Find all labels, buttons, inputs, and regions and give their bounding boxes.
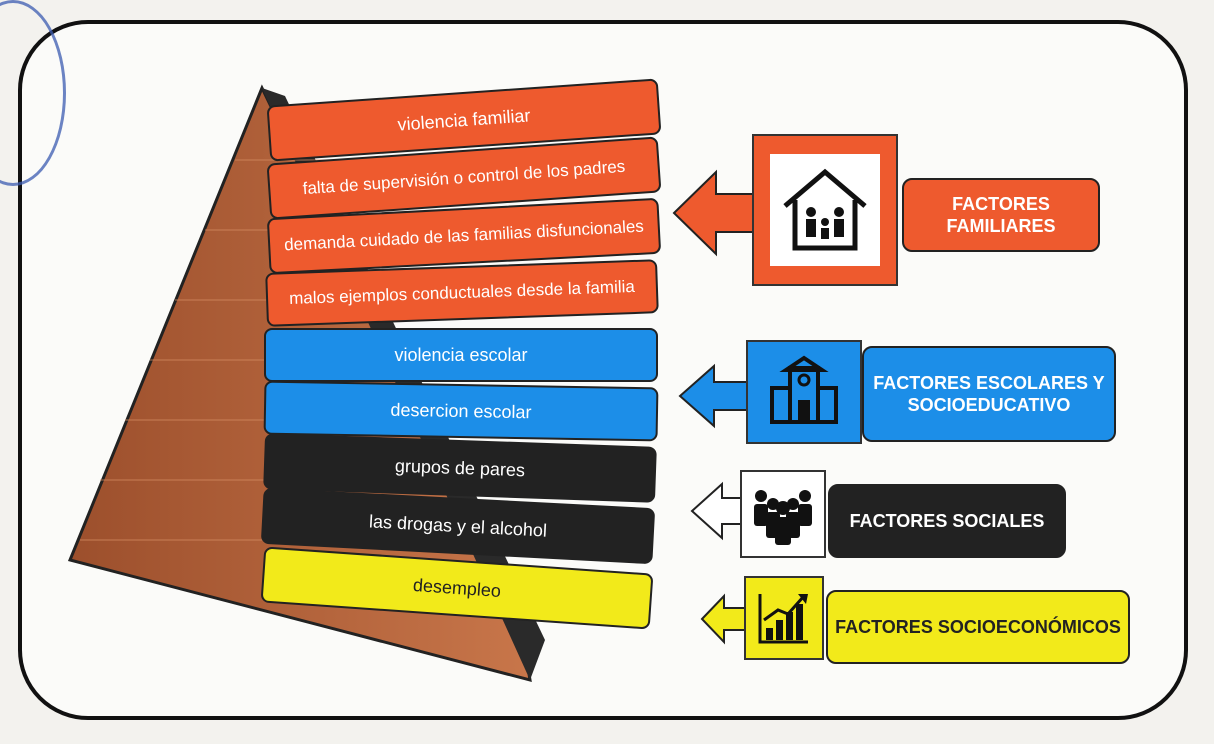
label-factores-socioeconomicos: FACTORES SOCIOECONÓMICOS xyxy=(826,590,1130,664)
arrow-familiares xyxy=(672,169,755,257)
socioeconomicos-icon-box xyxy=(744,576,824,660)
sociales-icon-box xyxy=(740,470,826,558)
escolares-icon-box xyxy=(746,340,862,444)
label-factores-sociales: FACTORES SOCIALES xyxy=(828,484,1066,558)
label-factores-familiares: FACTORES FAMILIARES xyxy=(902,178,1100,252)
arrow-escolares xyxy=(678,363,749,429)
label-factores-escolares: FACTORES ESCOLARES Y SOCIOEDUCATIVO xyxy=(862,346,1116,442)
bar-desercion-escolar: desercion escolar xyxy=(263,380,659,442)
growth-chart-icon xyxy=(758,594,808,644)
familiares-icon-box xyxy=(752,134,898,286)
bar-violencia-escolar: violencia escolar xyxy=(264,328,658,382)
school-building-icon xyxy=(770,355,838,424)
group-people-icon xyxy=(754,490,812,545)
arrow-socioeconomicos xyxy=(700,593,747,645)
house-family-icon xyxy=(783,168,867,251)
